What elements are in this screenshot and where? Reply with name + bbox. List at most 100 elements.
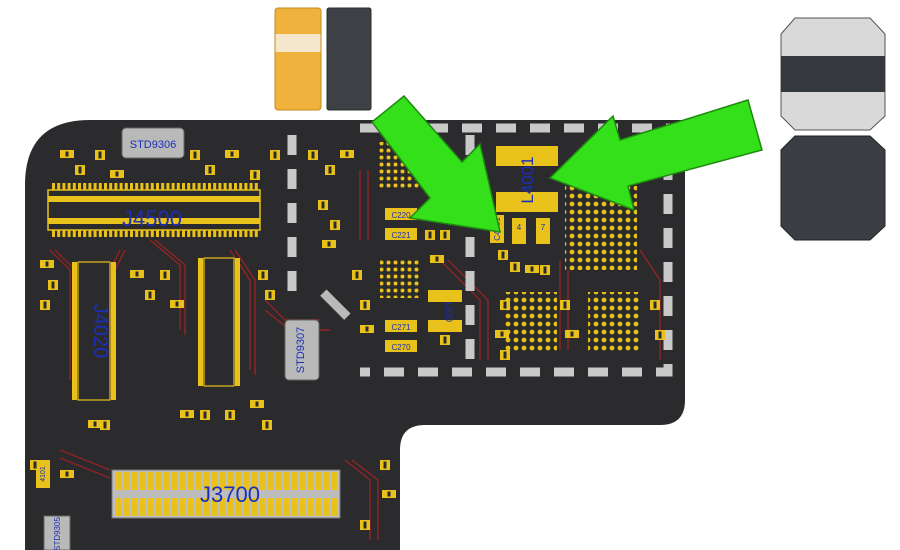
j4500-pin: [88, 183, 92, 190]
j3700-pin: [252, 498, 257, 516]
passive-body: [230, 151, 234, 157]
j4500-pin: [145, 183, 149, 190]
j4500-pin: [239, 183, 243, 190]
passive-body: [265, 421, 269, 429]
j3700-pin: [148, 472, 153, 490]
passive-body: [363, 521, 367, 529]
j4500-pin: [130, 230, 133, 237]
passive-body: [175, 301, 179, 307]
j4500-pin: [202, 183, 206, 190]
shield-dash-top: [360, 123, 673, 377]
passive-body: [543, 266, 547, 274]
j4500-pin: [166, 183, 170, 190]
j4500-pin: [130, 183, 133, 190]
j3700-pin: [316, 472, 321, 490]
std9306-label: STD9306: [130, 139, 176, 151]
j3700-pin: [212, 472, 217, 490]
j3700-pin: [236, 498, 241, 516]
j4500-pin: [187, 230, 191, 237]
bga-chip-2: [380, 258, 420, 298]
silver-bar: [320, 289, 351, 320]
j3700-pin: [300, 472, 305, 490]
passive-body: [65, 471, 69, 477]
j4500-pin: [228, 183, 232, 190]
j4500-pin: [119, 230, 123, 237]
j4500-pin: [228, 230, 232, 237]
j3700-pin: [172, 472, 177, 490]
j3700-pin: [180, 498, 185, 516]
j4500-pin: [52, 230, 55, 237]
j3700-pin: [308, 472, 313, 490]
passive-body: [43, 301, 47, 309]
j4500-pin: [62, 183, 66, 190]
j4500-pin: [213, 230, 217, 237]
j3700-pin: [140, 472, 145, 490]
arrow-pointing-right-icon: [370, 94, 501, 233]
j4500-pin: [197, 230, 201, 237]
j4500-pin: [234, 183, 237, 190]
j4500-pin: [98, 183, 102, 190]
j4500-pin: [140, 230, 144, 237]
std9305-label: STD9305: [53, 517, 62, 550]
passive-body: [228, 411, 232, 419]
c271-capacitor: [385, 320, 417, 332]
passive-body: [428, 231, 432, 239]
j4500-pin: [93, 230, 97, 237]
j3700-pin: [276, 498, 281, 516]
j3700-pin: [116, 498, 121, 516]
j4500-pin: [98, 230, 102, 237]
j3700-pin: [228, 472, 233, 490]
passive-body: [255, 401, 259, 407]
j3700-pin: [132, 498, 137, 516]
c221-label: C221: [391, 231, 411, 240]
c271-label: C271: [391, 323, 411, 332]
j3700-pin: [292, 498, 297, 516]
j4500-pin: [145, 230, 149, 237]
passive-body: [501, 251, 505, 259]
passive-body: [503, 301, 507, 309]
j3700-pin: [244, 498, 249, 516]
j4500-pin: [244, 183, 248, 190]
c221-capacitor: [385, 228, 417, 240]
j4500-pin: [78, 230, 81, 237]
j4500-pin: [208, 183, 211, 190]
vertical-connector: [198, 257, 240, 387]
j4500-pin: [124, 183, 128, 190]
j4500-pin: [161, 183, 165, 190]
passive-body: [253, 171, 257, 179]
passive-body: [135, 271, 139, 277]
j4500-pin: [208, 230, 211, 237]
j3700-pin: [260, 472, 265, 490]
cap-7: [536, 218, 550, 244]
passive-body: [327, 241, 331, 247]
passive-body: [570, 331, 574, 337]
j4500-pin: [182, 230, 185, 237]
j4500-pin: [244, 230, 248, 237]
j3700-pin: [164, 498, 169, 516]
j4500-pin: [156, 230, 159, 237]
j4500-pin: [109, 183, 113, 190]
j4500-pin: [254, 183, 258, 190]
passive-body: [93, 421, 97, 427]
j3700-connector: [111, 469, 341, 519]
passive-body: [653, 301, 657, 309]
part-4101-label: 4101: [40, 466, 47, 482]
j4500-pin: [104, 183, 107, 190]
j3700-pin: [268, 498, 273, 516]
j4500-pin: [223, 183, 227, 190]
passive-body: [33, 461, 37, 469]
j4500-pin: [67, 230, 71, 237]
l4001-label: L4001: [518, 156, 537, 203]
j3700-pin: [124, 472, 129, 490]
passive-body: [311, 151, 315, 159]
j4500-pin: [140, 183, 144, 190]
j3700-pin: [316, 498, 321, 516]
passive-body: [355, 271, 359, 279]
passive-body: [115, 171, 119, 177]
passive-body: [443, 336, 447, 344]
j4500-pin: [176, 230, 180, 237]
j3700-pin: [164, 472, 169, 490]
l620-inductor: [428, 290, 462, 332]
capacitor-photo: [274, 7, 372, 111]
